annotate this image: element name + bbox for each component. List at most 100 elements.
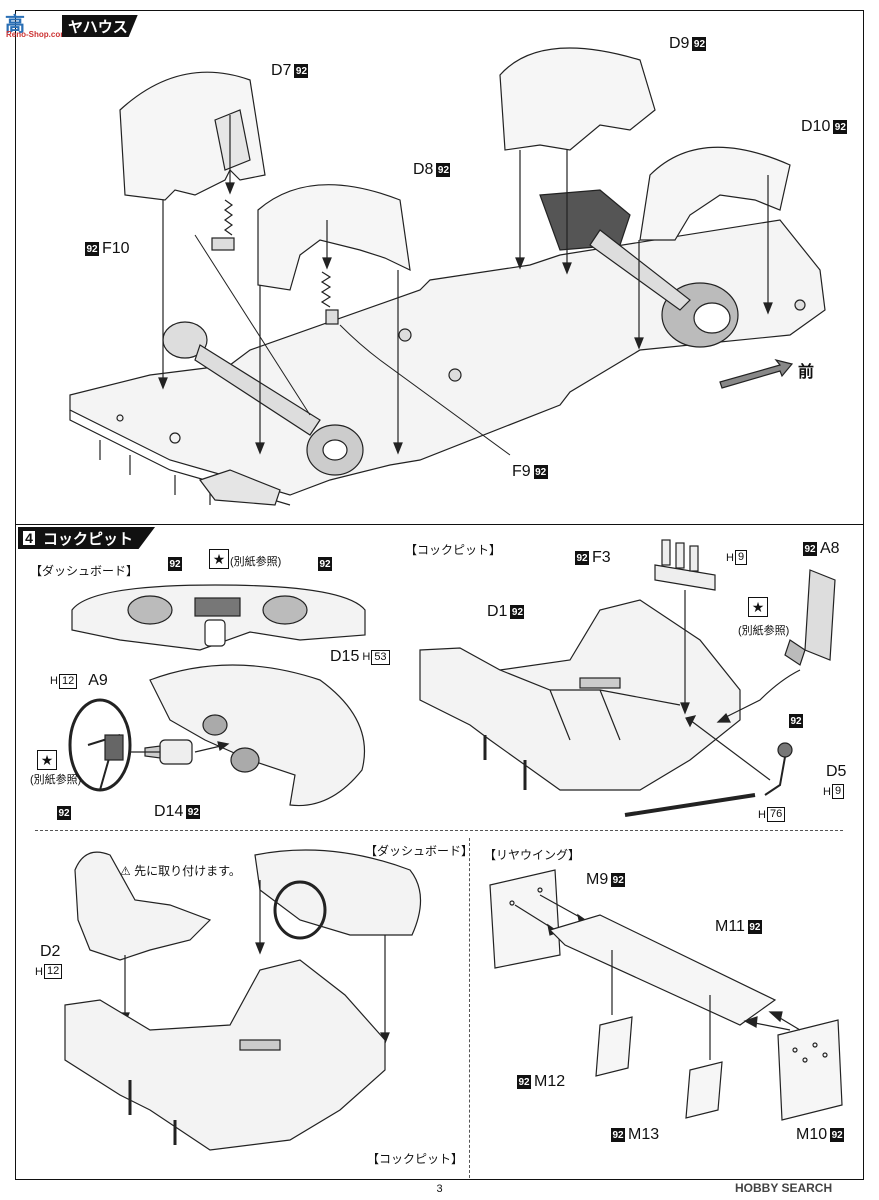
ref-note: (別紙参照) (738, 625, 790, 637)
part-id: D10 (801, 118, 831, 135)
h-number: 53 (371, 649, 390, 665)
part-id: F9 (512, 463, 531, 480)
paint-badge: 92 (533, 465, 548, 479)
paint-badge: 92 (294, 64, 309, 78)
wheel-house-d7 (119, 71, 266, 201)
paint-badge: 92 (747, 920, 762, 934)
part-id: D9 (669, 35, 690, 52)
paint-badge: 92 (318, 557, 332, 571)
console-panel-a8 (784, 569, 836, 666)
star-icon: ★ (37, 750, 57, 770)
rear-suspension (162, 321, 364, 476)
part-id: M9 (586, 871, 609, 888)
section-divider (15, 524, 864, 525)
h-prefix: H (758, 808, 766, 821)
cockpit-heading: 【コックピット】 (405, 543, 502, 557)
dashboard-d15 (149, 664, 366, 807)
watermark-url: Reno-Shop.com (6, 30, 68, 39)
step-3-header: ヤハウス (62, 15, 138, 37)
star-icon: ★ (748, 597, 768, 617)
h-number: 9 (831, 784, 845, 799)
paint-badge: 92 (803, 542, 817, 556)
wing-endplate-m9 (489, 869, 561, 969)
h-prefix: H (50, 675, 58, 687)
part-id: A8 (820, 540, 840, 557)
forward-arrow (719, 358, 794, 389)
wing-endplate-m10 (777, 1019, 843, 1121)
h-number: 9 (734, 550, 748, 565)
h-prefix: H (823, 785, 831, 798)
step-4-header: 4 コックピット (18, 527, 156, 549)
ref-note: (別紙参照) (230, 556, 282, 568)
part-id: M10 (796, 1126, 828, 1143)
footer-watermark: HOBBY SEARCH (735, 1181, 833, 1195)
paint-badge: 92 (830, 1128, 845, 1142)
part-id: D5 (826, 763, 847, 780)
warning-icon: ⚠ (120, 864, 131, 878)
cockpit-label: 【コックピット】 (367, 1152, 464, 1166)
paint-badge: 92 (436, 163, 451, 177)
h-prefix: H (726, 551, 734, 564)
h-number: 12 (43, 964, 63, 979)
dashboard-panel (71, 584, 366, 651)
paint-badge: 92 (510, 605, 525, 619)
wing-stay-m13 (685, 1061, 723, 1119)
steering-wheel-a9 (68, 698, 132, 792)
pedal-set-f3 (654, 539, 716, 591)
wing-main-m11 (548, 914, 777, 1026)
paint-badge: 92 (692, 37, 707, 51)
paint-badge: 92 (57, 806, 71, 820)
part-id: D2 (40, 943, 61, 960)
wheel-house-d9 (499, 47, 656, 151)
step-4-title: コックピット (43, 530, 134, 548)
cockpit-tub-d1 (419, 599, 741, 791)
ref-note: (別紙参照) (30, 774, 82, 786)
paint-badge: 92 (85, 242, 99, 256)
wheel-house-d10 (639, 146, 791, 241)
paint-badge: 92 (575, 551, 589, 565)
part-id: F3 (592, 549, 611, 566)
h-number: 76 (766, 807, 786, 822)
step-3-title: ヤハウス (68, 18, 128, 36)
h-prefix: H (362, 651, 371, 663)
page-frame (15, 10, 864, 1180)
wheel-house-d8 (257, 184, 411, 291)
warning-note: ⚠ 先に取り付けます。 (120, 862, 241, 879)
page-number: 3 (436, 1183, 443, 1195)
dashboard-subassembly (254, 849, 422, 940)
label-d5: D5 (826, 763, 846, 781)
paint-badge: 92 (789, 714, 803, 728)
assembly-arrows-step3 (158, 115, 773, 456)
cockpit-subassembly (64, 959, 386, 1151)
paint-badge: 92 (611, 873, 626, 887)
rod-h76 (624, 793, 756, 817)
springs (211, 199, 339, 325)
subsection-divider (35, 830, 843, 831)
subsection-divider-vertical (469, 838, 470, 1178)
paint-badge: 92 (611, 1128, 625, 1142)
dashboard-heading: 【ダッシュボード】 (30, 564, 139, 578)
h-prefix: H (35, 965, 43, 978)
